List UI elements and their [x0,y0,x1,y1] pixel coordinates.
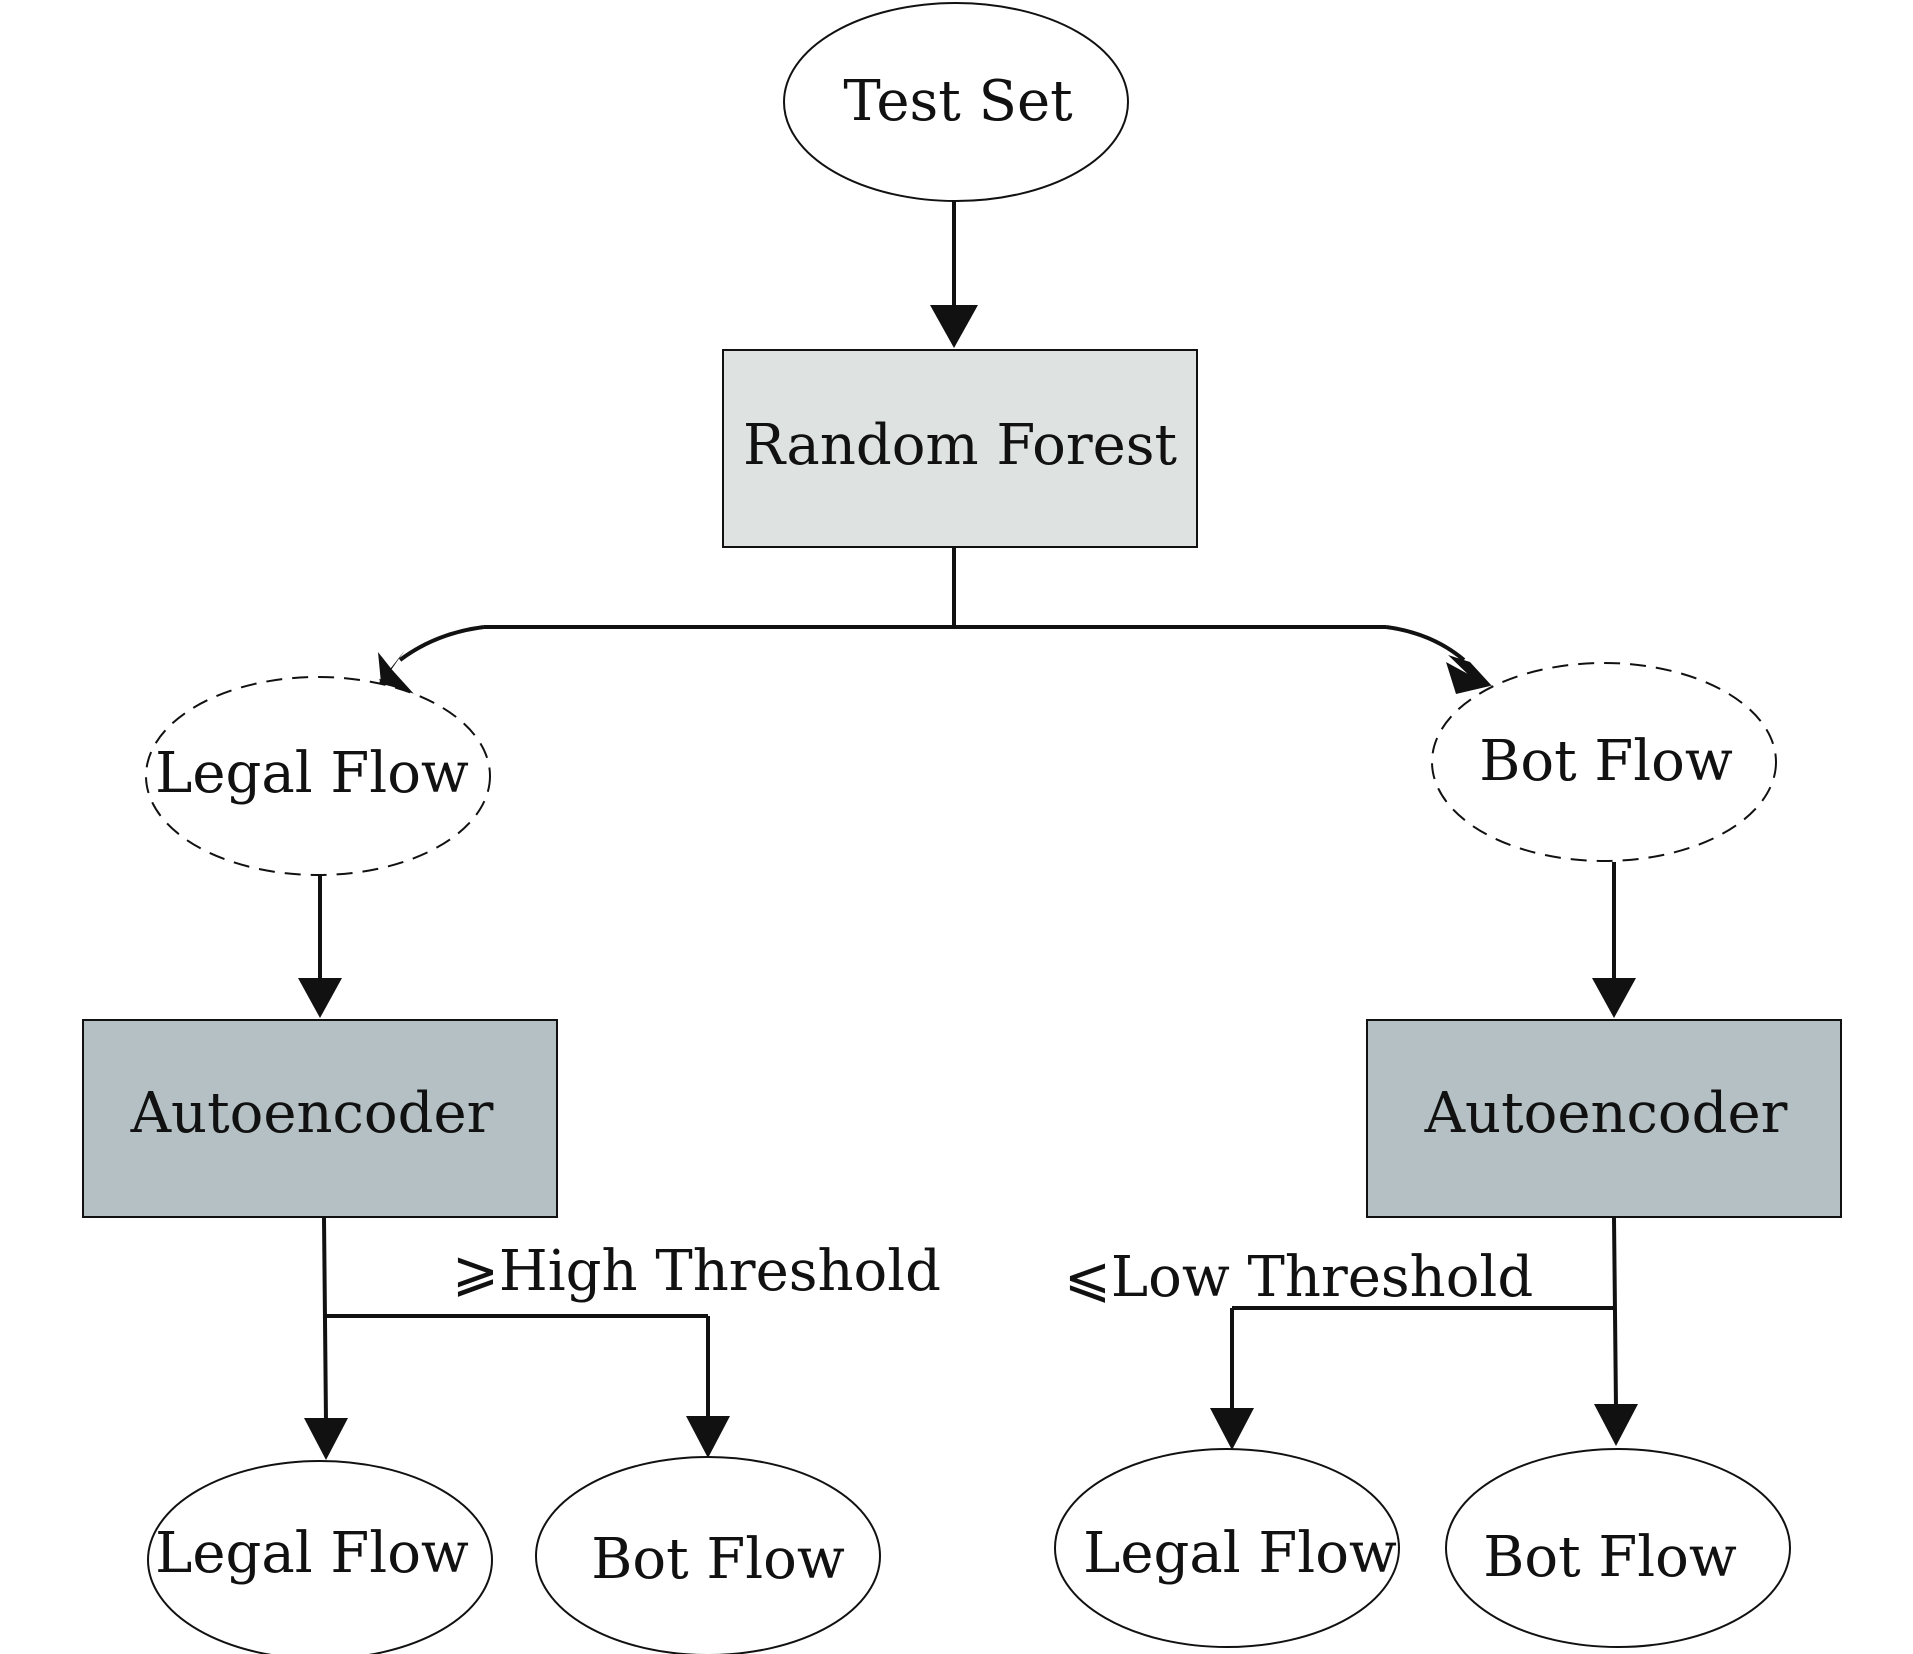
legal-flow-mid-label: Legal Flow [155,741,469,806]
autoencoder-left-label: Autoencoder [130,1081,494,1146]
node-legal-flow-mid: Legal Flow [145,676,491,876]
node-bot-flow-bottom-left: Bot Flow [535,1456,881,1654]
high-threshold-label: ⩾High Threshold [452,1239,941,1304]
node-autoencoder-right: Autoencoder [1366,1019,1842,1218]
legal-flow-bl-label: Legal Flow [155,1521,469,1586]
node-legal-flow-bottom-left: Legal Flow [147,1460,493,1654]
random-forest-box [722,349,1198,548]
arrow-head-icon [686,1416,730,1458]
node-autoencoder-left: Autoencoder [82,1019,558,1218]
low-threshold-label: ⩽Low Threshold [1064,1245,1533,1310]
autoencoder-right-label: Autoencoder [1424,1081,1788,1146]
autoencoder-right-box [1366,1019,1842,1218]
arrow-head-icon [304,1418,348,1460]
arrow-head-icon [298,978,342,1018]
arrow-head-icon [1594,1404,1638,1446]
arrow-head-icon [1446,662,1490,694]
arrow-head-icon [1592,978,1636,1018]
edge-autoencoder-left-split [304,1217,730,1460]
legal-flow-br-label: Legal Flow [1083,1521,1397,1586]
node-random-forest: Random Forest [722,349,1198,548]
random-forest-label: Random Forest [743,413,1178,478]
edge-testset-to-randomforest [930,200,978,348]
bot-flow-br-label: Bot Flow [1483,1525,1737,1590]
node-legal-flow-bottom-right: Legal Flow [1054,1448,1400,1648]
bot-flow-mid-label: Bot Flow [1479,729,1733,794]
edge-legalflow-to-autoencoder-left [298,876,342,1018]
bot-flow-bl-label: Bot Flow [591,1527,845,1592]
arrow-head-icon [930,305,978,348]
node-test-set: Test Set [783,2,1129,202]
node-bot-flow-mid: Bot Flow [1431,662,1777,862]
test-set-label: Test Set [843,69,1073,134]
node-bot-flow-bottom-right: Bot Flow [1445,1448,1791,1648]
arrow-head-icon [1448,655,1492,686]
edge-botflow-to-autoencoder-right [1592,862,1636,1018]
edge-randomforest-split [364,545,1466,690]
arrow-head-icon [1210,1408,1254,1450]
autoencoder-left-box [82,1019,558,1218]
edge-autoencoder-right-split [1210,1217,1638,1450]
